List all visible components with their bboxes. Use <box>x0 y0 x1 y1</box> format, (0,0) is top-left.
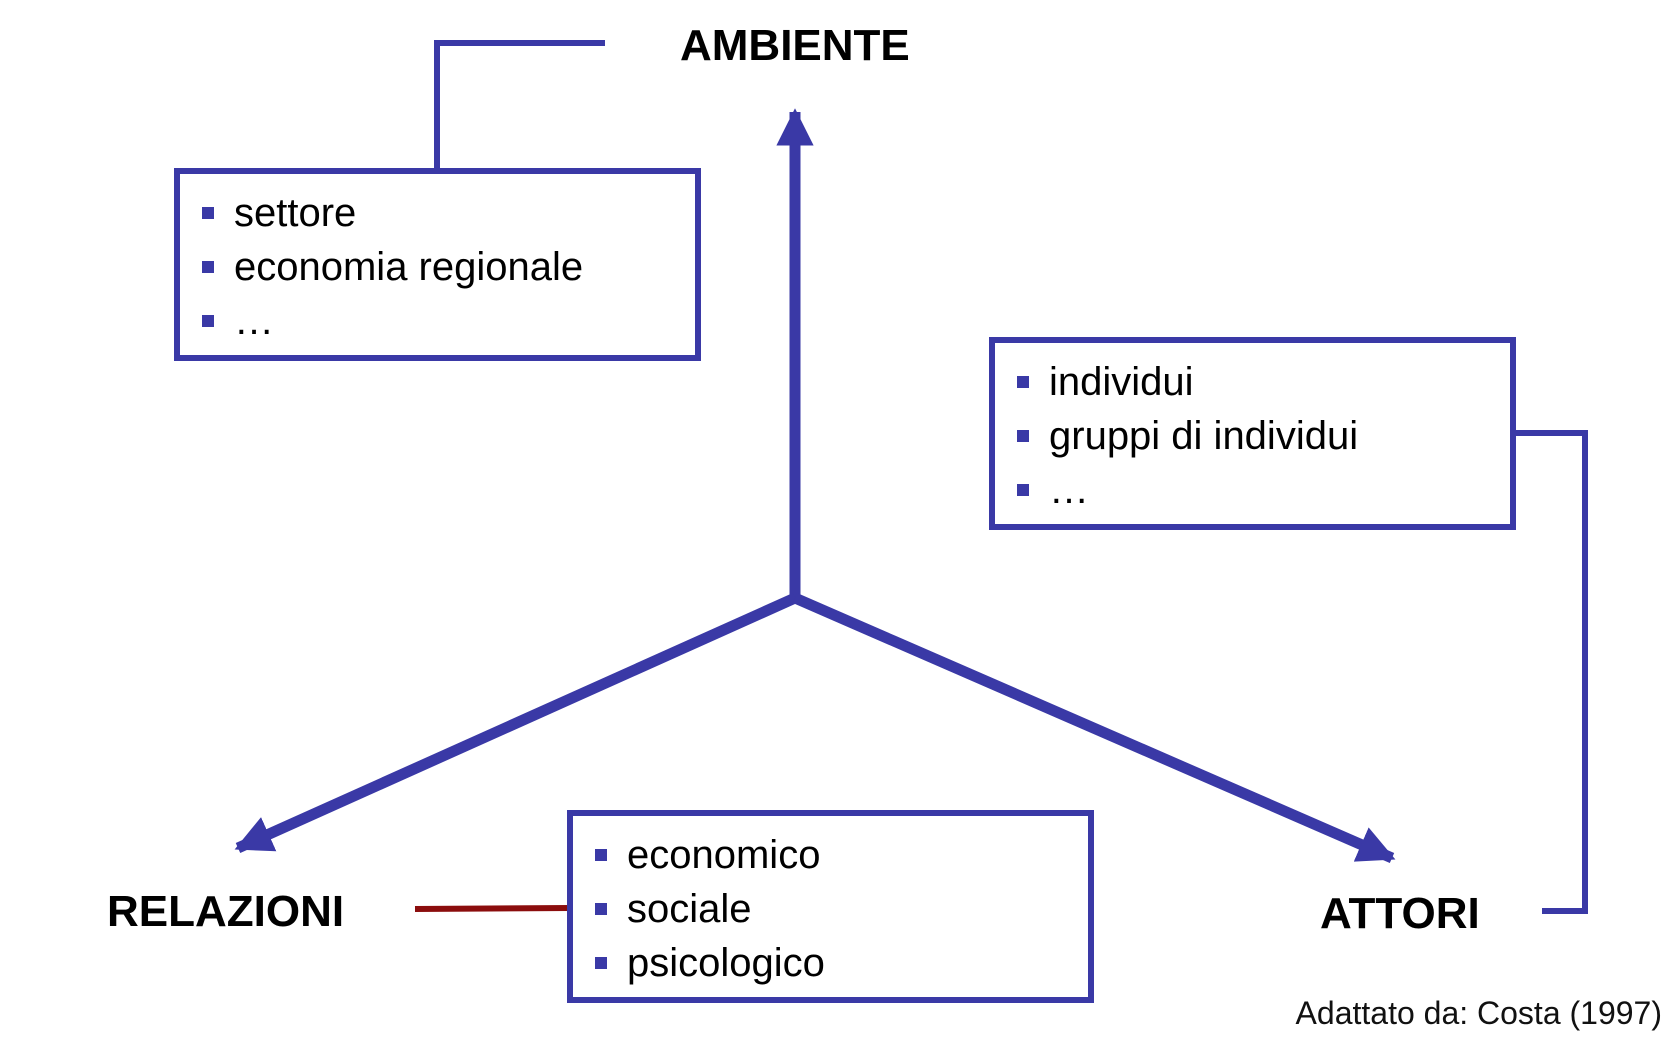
connector-attori <box>1513 430 1588 914</box>
label-ambiente: AMBIENTE <box>680 21 910 70</box>
bullet-icon <box>1017 376 1029 388</box>
bullet-icon <box>202 315 214 327</box>
bullet-icon <box>595 957 607 969</box>
source-credit: Adattato da: Costa (1997) <box>1295 995 1662 1031</box>
list-item: … <box>1015 463 1510 517</box>
list-item: economia regionale <box>200 240 695 294</box>
box-attori: individui gruppi di individui … <box>989 337 1516 530</box>
list-item: settore <box>200 186 695 240</box>
list-item: economico <box>593 828 1088 882</box>
bullet-icon <box>202 261 214 273</box>
bullet-icon <box>1017 430 1029 442</box>
bullet-icon <box>595 849 607 861</box>
box-relazioni: economico sociale psicologico <box>567 810 1094 1003</box>
box-ambiente: settore economia regionale … <box>174 168 701 361</box>
connector-ambiente <box>434 40 605 170</box>
list-item: … <box>200 294 695 348</box>
bullet-icon <box>202 207 214 219</box>
list-item: individui <box>1015 355 1510 409</box>
connector-relazioni <box>414 905 571 912</box>
arrow-to-relazioni <box>234 592 798 854</box>
list-item: psicologico <box>593 936 1088 990</box>
list-item: gruppi di individui <box>1015 409 1510 463</box>
label-relazioni: RELAZIONI <box>107 887 345 936</box>
arrow-to-attori <box>792 592 1396 864</box>
label-attori: ATTORI <box>1320 889 1480 938</box>
list-item: sociale <box>593 882 1088 936</box>
bullet-icon <box>1017 484 1029 496</box>
bullet-icon <box>595 903 607 915</box>
